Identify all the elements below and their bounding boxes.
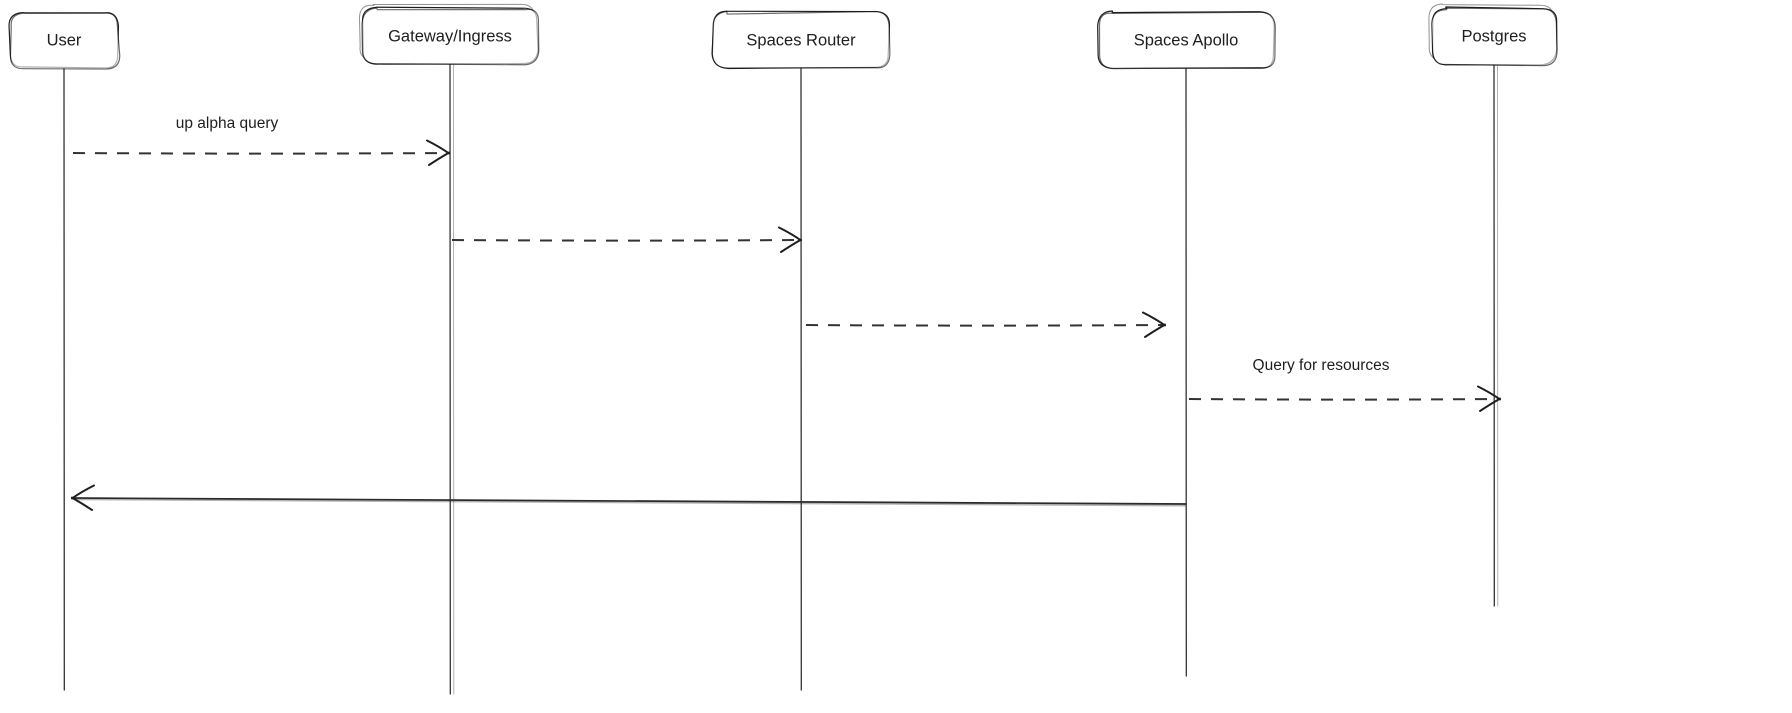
participant-user[interactable]: User <box>8 12 121 70</box>
message-msg-4[interactable]: Query for resources <box>1188 357 1501 412</box>
participant-label-apollo: Spaces Apollo <box>1134 31 1239 49</box>
participant-label-router: Spaces Router <box>746 31 856 49</box>
participant-gateway[interactable]: Gateway/Ingress <box>358 3 540 66</box>
participant-box-outline-second-pass <box>1098 11 1276 70</box>
participant-box-outline-second-pass <box>711 10 891 69</box>
message-msg-2[interactable] <box>451 226 802 253</box>
message-label: Query for resources <box>1253 357 1390 374</box>
message-line <box>451 239 802 242</box>
participant-router[interactable]: Spaces Router <box>711 10 891 70</box>
arrowhead <box>71 484 95 511</box>
message-label: up alpha query <box>176 115 279 132</box>
participant-label-gateway: Gateway/Ingress <box>388 27 512 45</box>
message-msg-1[interactable]: up alpha query <box>72 115 450 166</box>
participant-label-postgres: Postgres <box>1461 27 1526 45</box>
participant-postgres[interactable]: Postgres <box>1428 3 1558 67</box>
message-msg-3[interactable] <box>805 311 1166 338</box>
message-line <box>72 152 450 155</box>
participant-apollo[interactable]: Spaces Apollo <box>1097 10 1276 70</box>
participant-label-user: User <box>47 31 82 49</box>
arrowhead <box>1142 311 1166 338</box>
arrowhead <box>426 139 450 166</box>
message-msg-5[interactable] <box>71 484 1187 511</box>
message-line <box>71 497 1187 505</box>
lifeline-postgres <box>1493 63 1499 607</box>
message-line <box>1188 398 1501 401</box>
arrowhead <box>1477 385 1501 412</box>
lifelines-layer <box>63 63 1499 695</box>
participant-box-outline-second-pass <box>1430 7 1558 67</box>
participants-layer: User Gateway/Ingress Spaces Router Spaces A… <box>8 3 1558 70</box>
participant-box-outline-second-pass <box>361 7 540 66</box>
message-line-second-pass <box>73 498 1187 507</box>
participant-box-outline-second-pass <box>9 12 121 70</box>
lifeline-gateway <box>449 63 455 695</box>
arrowhead <box>778 226 802 253</box>
message-line <box>805 324 1166 327</box>
